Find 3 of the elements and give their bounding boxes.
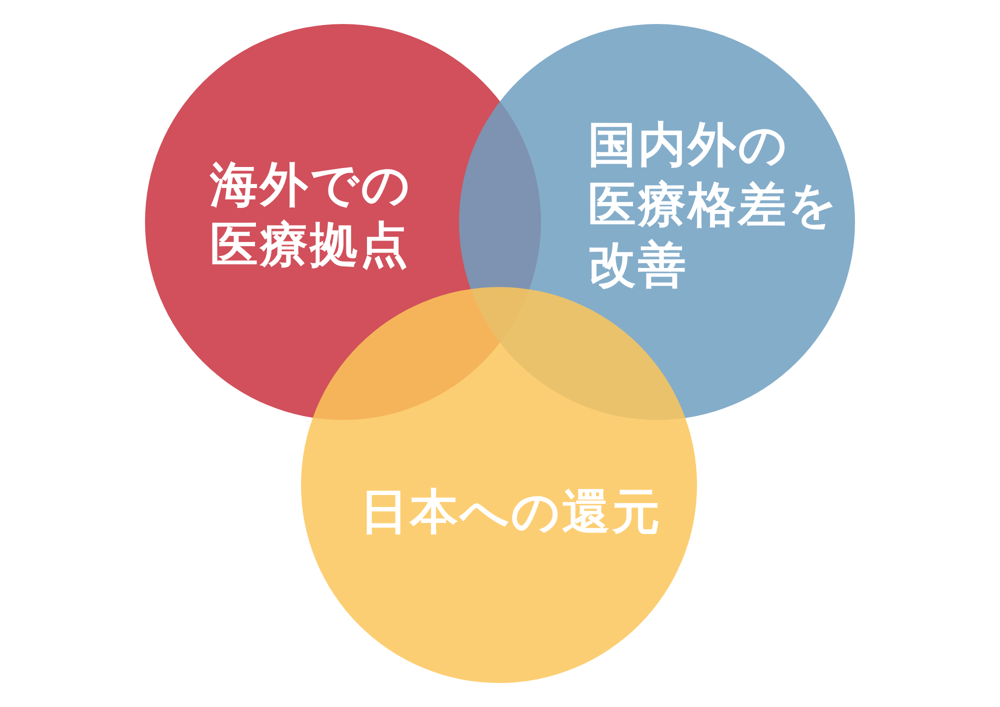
circle-label: 国内外の医療格差を改善 — [588, 116, 839, 295]
circle-label: 日本への還元 — [360, 483, 662, 542]
circle-label: 海外での医療拠点 — [210, 156, 412, 275]
